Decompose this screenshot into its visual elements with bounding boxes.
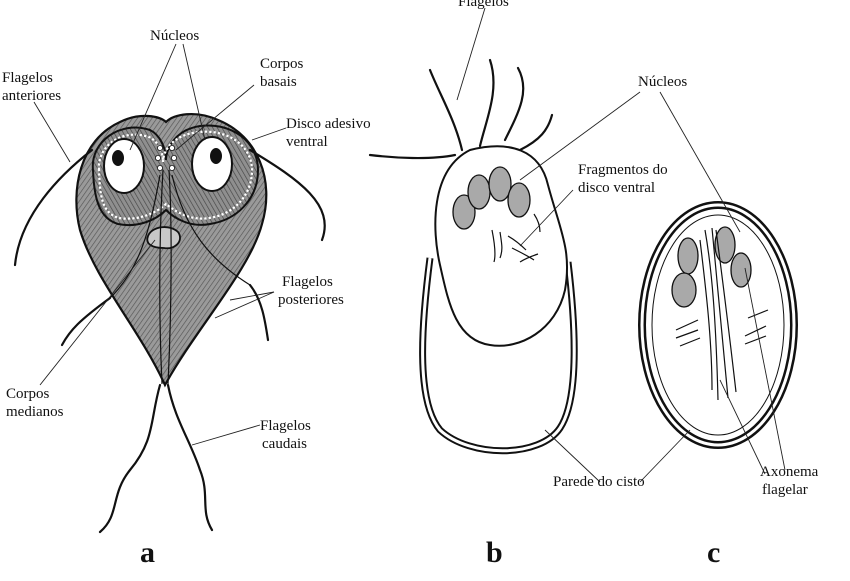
panel-letter-a: a (140, 536, 155, 569)
panel-b-annotations: Flagelos Fragmentos do disco ventral (456, 0, 668, 483)
label-fragmentos-2: disco ventral (578, 180, 655, 196)
panel-a-annotations: Núcleos Corpos basais Flagelos anteriore… (2, 28, 371, 452)
label-flagelos-posteriores-2: posteriores (278, 292, 344, 308)
posterior-flagellum-right (248, 283, 270, 342)
label-fragmentos-1: Fragmentos do (578, 162, 668, 178)
posterior-flagellum-left (60, 296, 112, 347)
disc-fragments-c (675, 309, 769, 347)
anterior-flagellum-left (13, 148, 94, 267)
nuclei-b (452, 166, 531, 230)
disc-fragments-b (491, 213, 541, 263)
panel-c-annotations: Núcleos Parede do cisto Axonema flagelar (553, 74, 819, 498)
nucleus-left (103, 138, 145, 194)
label-corpos-basais-2: basais (260, 74, 297, 90)
label-flagelos-b: Flagelos (458, 0, 509, 10)
cyst-figure (638, 201, 798, 449)
label-disco-adesivo-2: ventral (286, 134, 328, 150)
median-bodies (146, 226, 181, 250)
nuclei-c (671, 226, 752, 308)
caudal-flagellum-right (166, 383, 214, 532)
label-flagelos-caudais-2: caudais (262, 436, 307, 452)
label-nucleos-a: Núcleos (150, 28, 199, 44)
panel-letter-c: c (707, 536, 720, 569)
label-corpos-medianos-1: Corpos (6, 386, 50, 402)
label-flagelos-anteriores-1: Flagelos (2, 70, 53, 86)
label-flagelos-anteriores-2: anteriores (2, 88, 61, 104)
label-parede-cisto: Parede do cisto (553, 474, 645, 490)
nucleus-right (191, 136, 233, 192)
label-axonema-1: Axonema (760, 464, 819, 480)
excysting-figure (368, 58, 578, 455)
axonemes-c (699, 227, 737, 401)
label-flagelos-caudais-1: Flagelos (260, 418, 311, 434)
label-corpos-medianos-2: medianos (6, 404, 64, 420)
label-nucleos-bc: Núcleos (638, 74, 687, 90)
anterior-flagellum-right (248, 148, 326, 242)
caudal-flagellum-left (98, 383, 162, 534)
label-disco-adesivo-1: Disco adesivo (286, 116, 371, 132)
label-flagelos-posteriores-1: Flagelos (282, 274, 333, 290)
label-axonema-2: flagelar (762, 482, 808, 498)
basal-bodies (154, 144, 177, 171)
panel-letter-b: b (486, 536, 503, 569)
label-corpos-basais-1: Corpos (260, 56, 304, 72)
trophozoite-figure (13, 113, 326, 534)
